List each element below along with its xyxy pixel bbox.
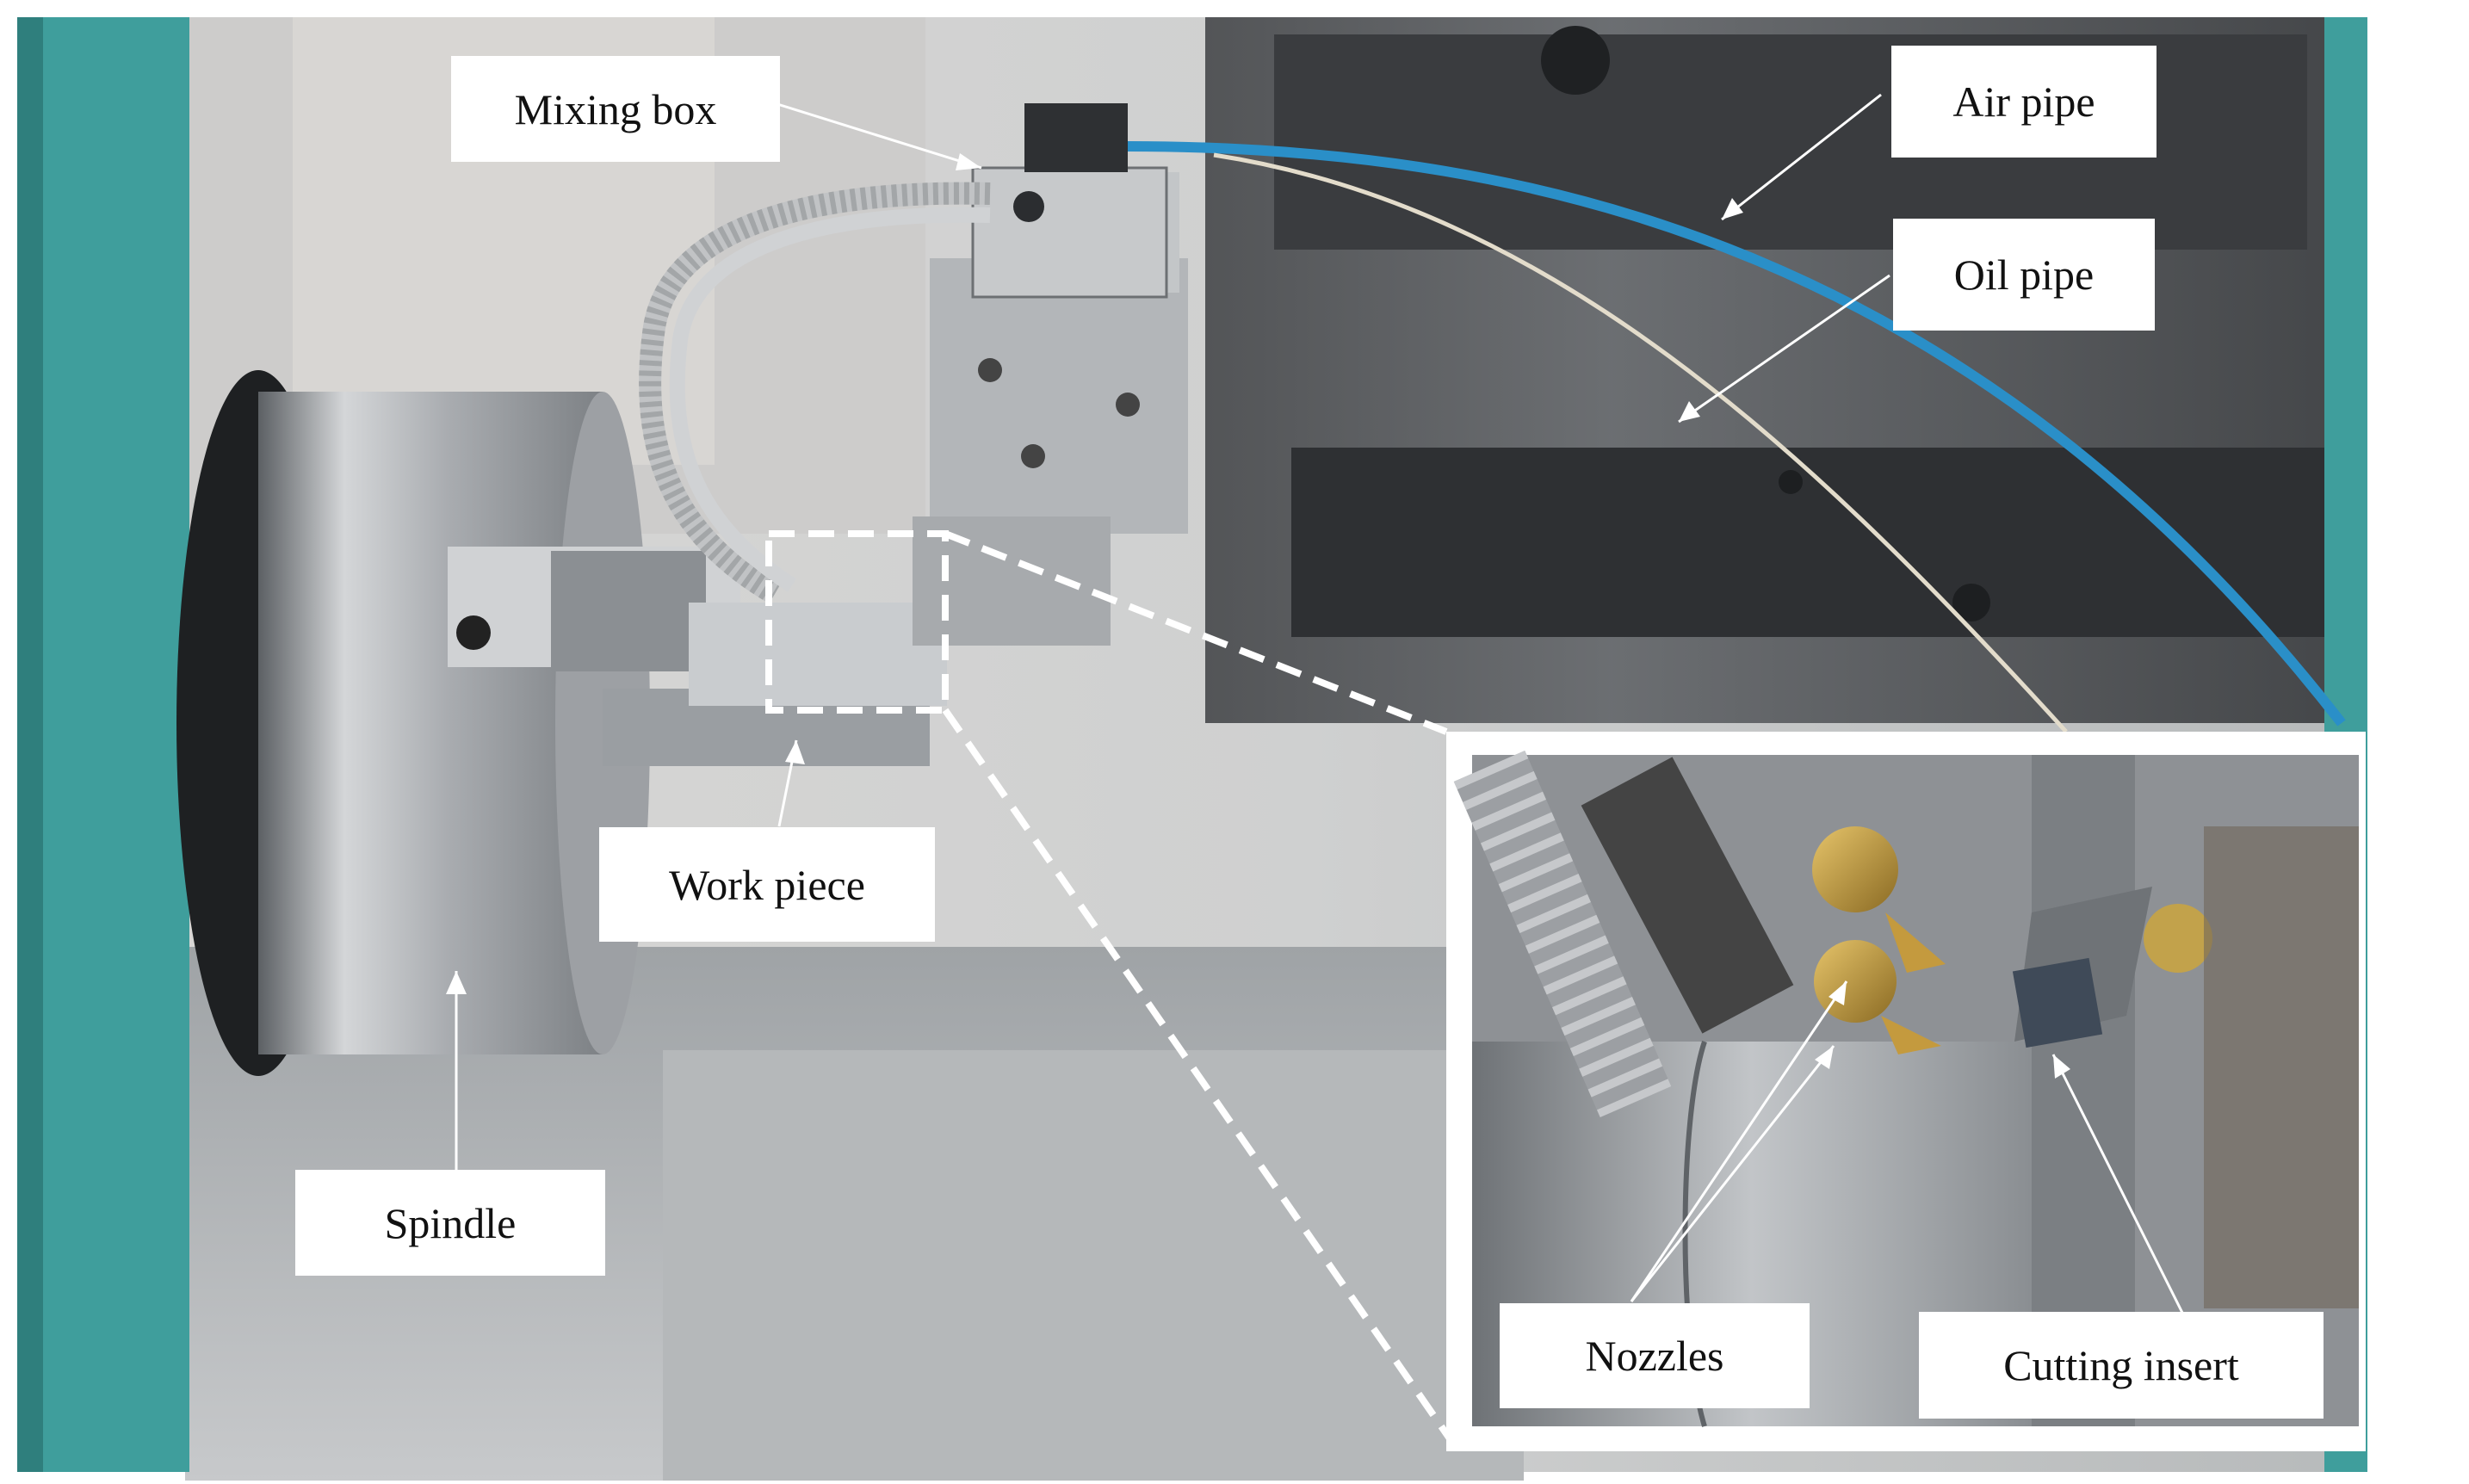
label-mixing-box: Mixing box	[451, 56, 780, 162]
mixing-box-device	[971, 103, 1168, 299]
flexible-hose	[639, 182, 991, 604]
callout-arrows	[446, 93, 2184, 1314]
label-air-pipe: Air pipe	[1891, 46, 2157, 158]
label-oil-pipe: Oil pipe	[1893, 219, 2155, 331]
label-nozzles: Nozzles	[1500, 1303, 1810, 1408]
label-spindle: Spindle	[295, 1170, 605, 1276]
pipes	[1127, 141, 2346, 733]
label-cutting-insert: Cutting insert	[1919, 1312, 2324, 1419]
zoom-highlight-box	[765, 530, 1458, 1449]
label-work-piece: Work piece	[599, 827, 935, 942]
